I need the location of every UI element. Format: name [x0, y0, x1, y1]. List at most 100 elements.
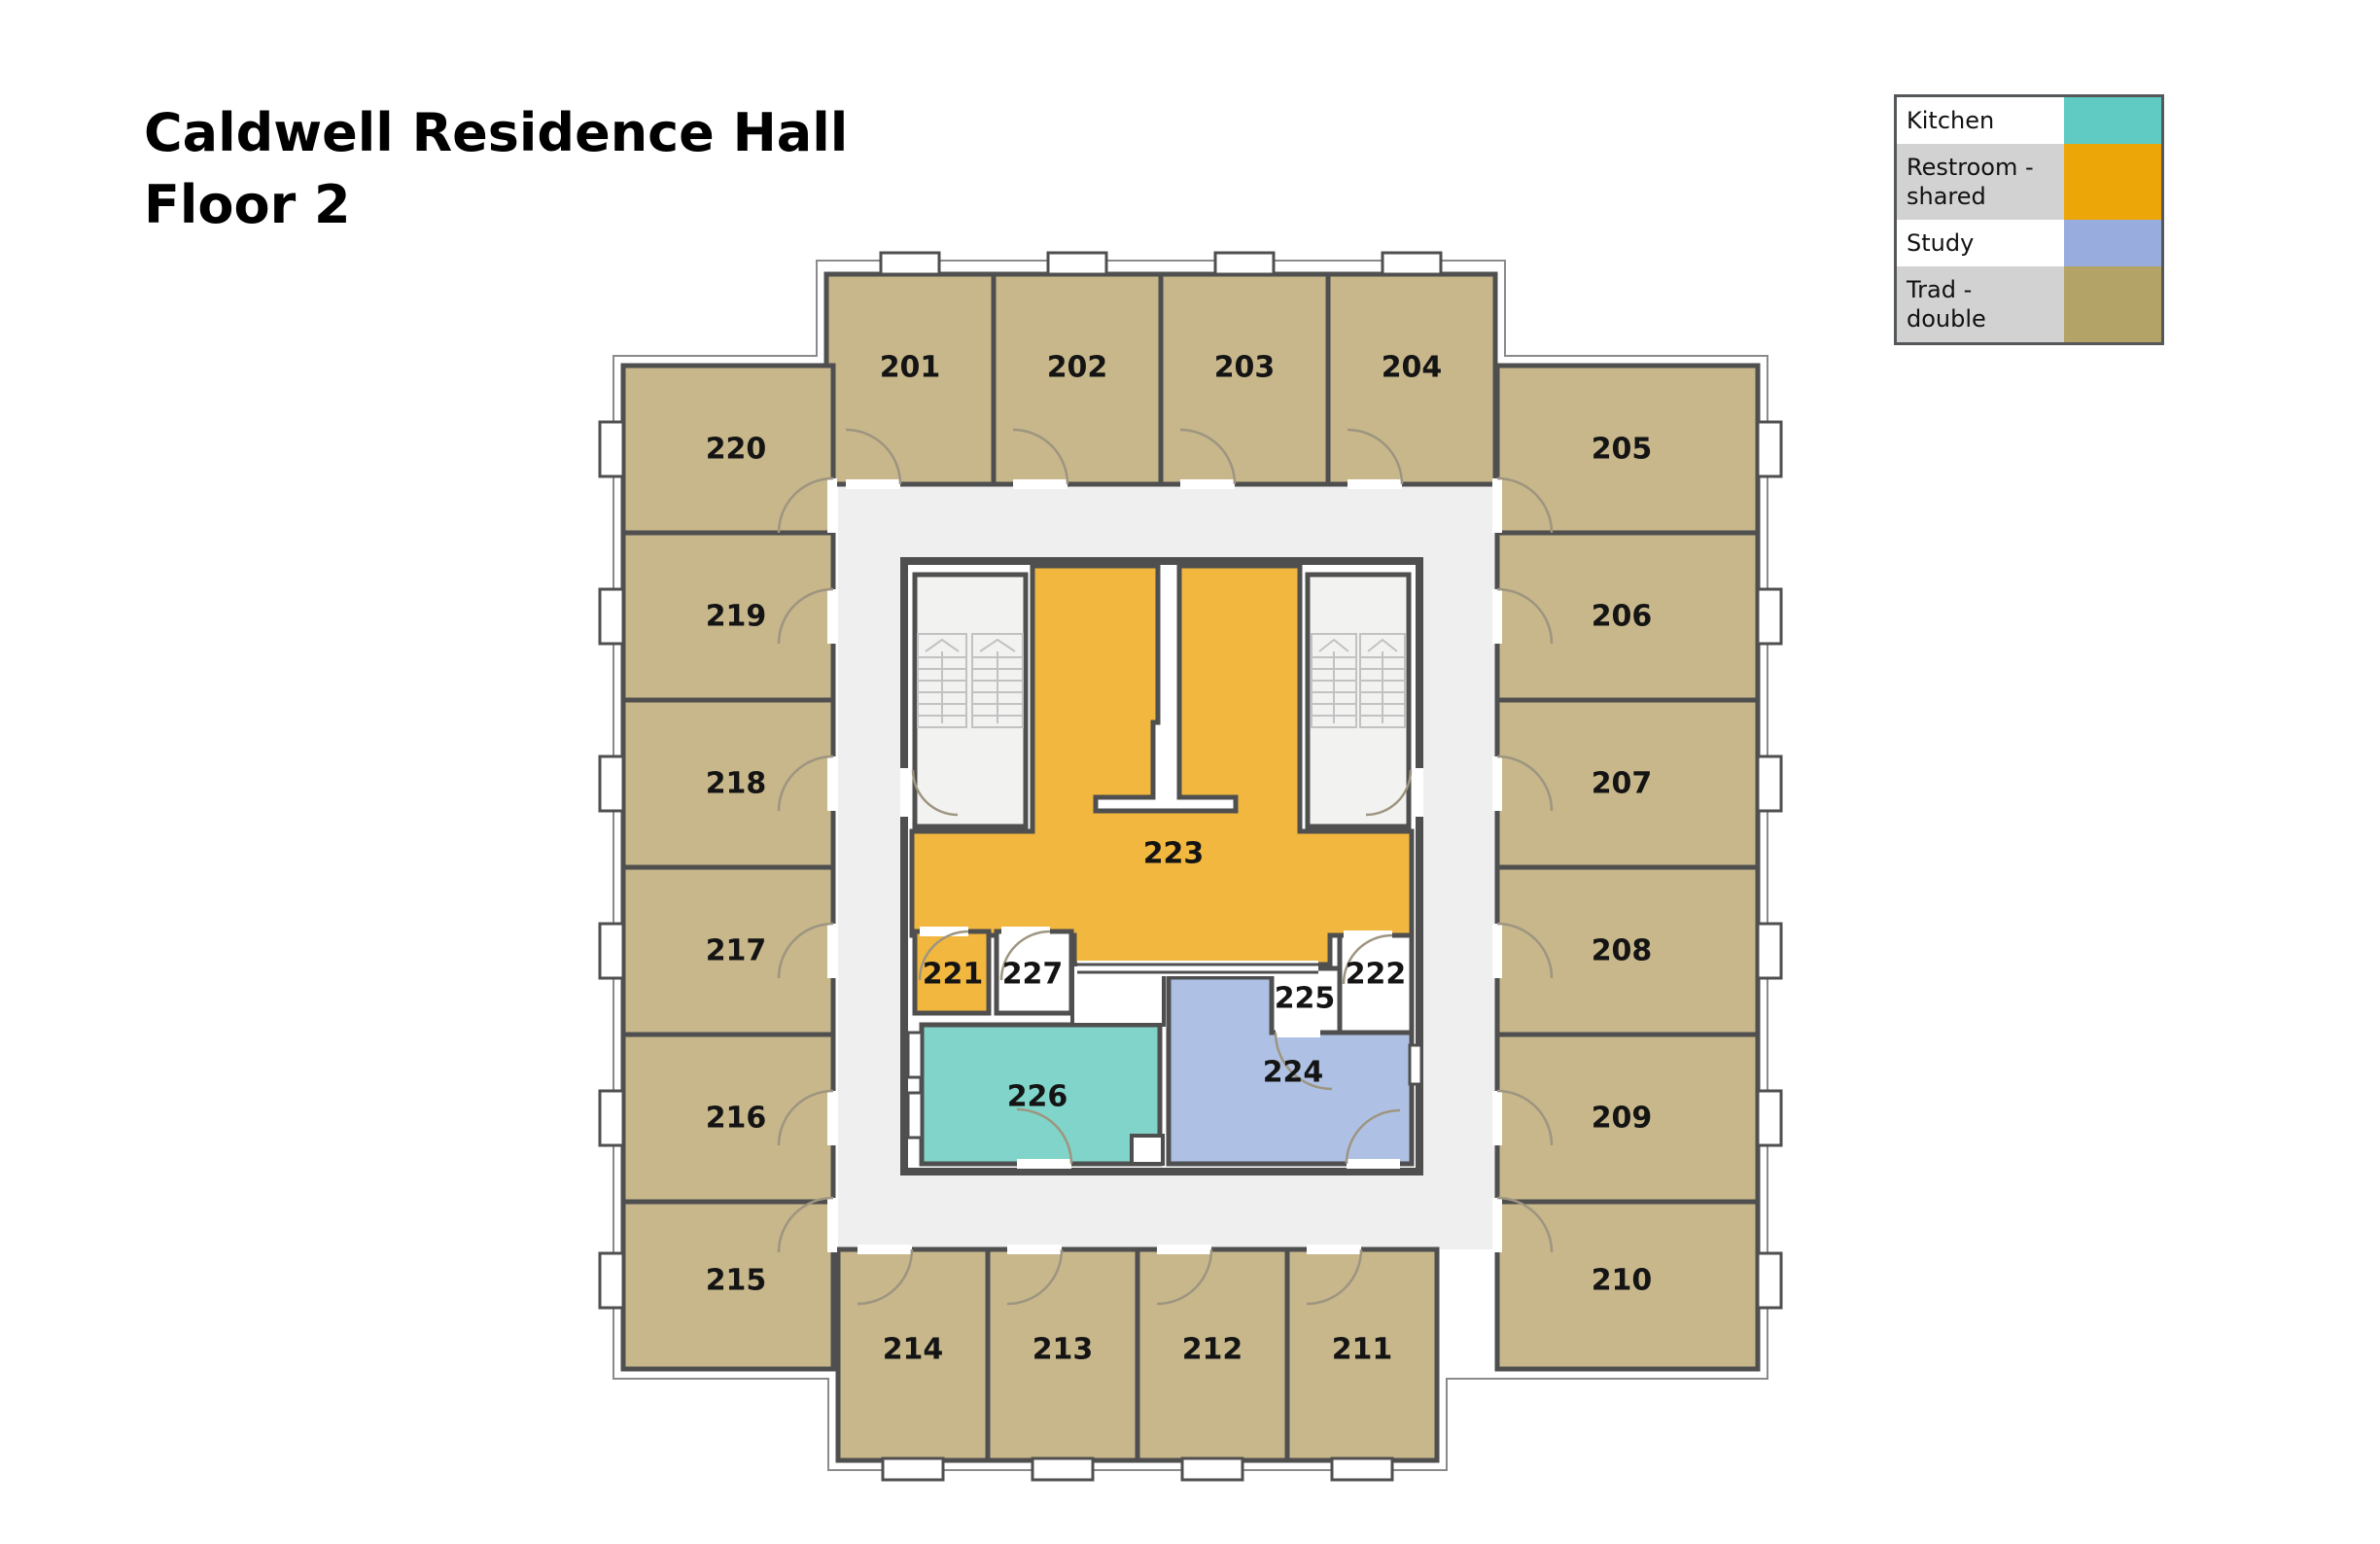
room-202 [991, 271, 1164, 487]
window-16 [1756, 754, 1783, 813]
legend-label-0: Kitchen [1897, 97, 2064, 144]
window-12 [598, 1089, 625, 1147]
room-label-218: 218 [706, 767, 767, 801]
door-gap-221 [920, 927, 968, 936]
window-15 [1756, 587, 1783, 646]
opening-erase [1077, 961, 1318, 976]
room-label-208: 208 [1592, 934, 1653, 968]
door-gap-213 [1007, 1245, 1062, 1254]
room-205 [1494, 363, 1761, 536]
door-arc-214 [857, 1248, 914, 1306]
door-arc-211 [1306, 1248, 1363, 1306]
room-label-223: 223 [1143, 837, 1205, 871]
room-204 [1325, 271, 1498, 487]
door-gap-212 [1157, 1245, 1211, 1254]
door-gap-201 [846, 479, 900, 489]
stairwell-left [912, 572, 1029, 829]
stair-up-arrow-icon [1367, 638, 1398, 652]
door-arc-213 [1006, 1248, 1064, 1306]
room-label-225: 225 [1275, 982, 1336, 1016]
room-label-205: 205 [1592, 433, 1653, 467]
room-label-206: 206 [1592, 600, 1653, 634]
room-label-210: 210 [1592, 1264, 1653, 1298]
room-label-202: 202 [1047, 351, 1108, 385]
door-gap-209 [1492, 1091, 1502, 1145]
window-6 [1180, 1456, 1244, 1482]
legend-swatch-0 [2064, 97, 2161, 144]
door-arc-209 [1496, 1089, 1554, 1146]
door-arc-207 [1496, 754, 1554, 812]
door-gap-219 [827, 589, 837, 644]
door-gap-224 [1347, 1159, 1400, 1169]
legend-label-2: Study [1897, 220, 2064, 266]
room-label-212: 212 [1182, 1333, 1243, 1367]
door-arc-208 [1496, 922, 1554, 979]
door-gap-226 [1017, 1159, 1071, 1169]
room-label-204: 204 [1382, 351, 1443, 385]
window-10 [598, 754, 625, 813]
window-14 [1756, 420, 1783, 478]
window-17 [1756, 922, 1783, 980]
window-4 [881, 1456, 945, 1482]
door-gap-203 [1180, 479, 1235, 489]
room-label-215: 215 [706, 1264, 767, 1298]
stairwell-left-room [912, 572, 1029, 829]
room-label-217: 217 [706, 934, 767, 968]
room-208 [1494, 864, 1761, 1037]
room-label-211: 211 [1332, 1333, 1393, 1367]
window-13 [598, 1251, 625, 1310]
window-3 [1381, 251, 1443, 276]
door-arc-219 [777, 587, 834, 645]
door-arc-224 [1345, 1108, 1401, 1165]
door-arc-217 [777, 922, 834, 979]
door-gap-222 [1344, 930, 1392, 940]
legend-swatch-2 [2064, 220, 2161, 266]
room-220 [620, 363, 836, 536]
room-215 [620, 1199, 836, 1372]
room-label-214: 214 [883, 1333, 944, 1367]
door-gap-208 [1492, 924, 1502, 978]
legend-label-1: Restroom - shared [1897, 144, 2064, 220]
door-gap-204 [1348, 479, 1402, 489]
room-label-224: 224 [1263, 1056, 1324, 1090]
room-label-220: 220 [706, 433, 767, 467]
room-label-207: 207 [1592, 767, 1653, 801]
legend-label-3: Trad - double [1897, 266, 2064, 342]
legend-row-3: Trad - double [1897, 266, 2161, 342]
door-gap-218 [827, 756, 837, 811]
door-arc-stair-right [1365, 769, 1413, 817]
room-217 [620, 864, 836, 1037]
legend-swatch-1 [2064, 144, 2161, 220]
door-arc-227 [999, 930, 1051, 981]
window-7 [1330, 1456, 1394, 1482]
window-2 [1213, 251, 1276, 276]
door-gap-206 [1492, 589, 1502, 644]
door-gap-207 [1492, 756, 1502, 811]
room-label-227: 227 [1002, 958, 1064, 992]
room-226 [919, 1022, 1163, 1167]
window-9 [598, 587, 625, 646]
room-label-203: 203 [1214, 351, 1276, 385]
legend-row-2: Study [1897, 220, 2161, 266]
legend-row-1: Restroom - shared [1897, 144, 2161, 220]
door-gap-210 [1492, 1198, 1502, 1252]
door-gap-stair-right [1414, 768, 1423, 817]
door-arc-203 [1179, 428, 1237, 485]
door-arc-201 [845, 428, 902, 485]
room-219 [620, 530, 836, 703]
door-gap-205 [1492, 478, 1502, 533]
room-214 [835, 1246, 991, 1463]
window-19 [1756, 1251, 1783, 1310]
stair-up-arrow-icon [925, 638, 960, 652]
door-arc-220 [777, 476, 834, 534]
building-outline [612, 260, 1768, 1471]
stairwell-right [1305, 572, 1412, 829]
kitchen-closet-box [1130, 1134, 1165, 1166]
door-gap-214 [858, 1245, 912, 1254]
door-gap-217 [827, 924, 837, 978]
door-arc-204 [1347, 428, 1404, 485]
room-201 [823, 271, 997, 487]
legend-swatch-3 [2064, 266, 2161, 342]
